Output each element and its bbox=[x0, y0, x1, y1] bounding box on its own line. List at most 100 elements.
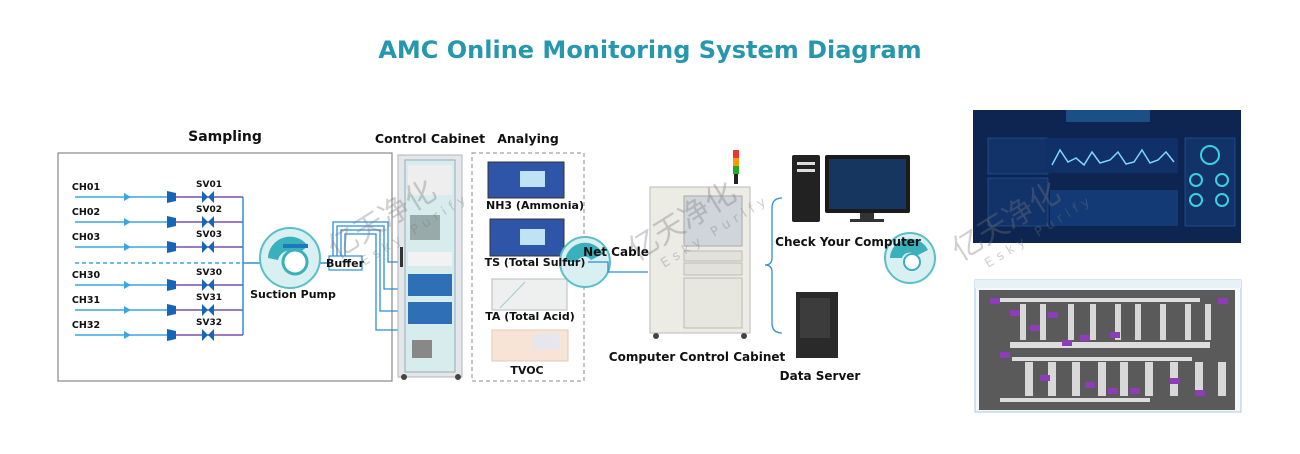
channel-label: CH30 bbox=[71, 270, 101, 281]
solenoid-valve-icon bbox=[202, 304, 214, 316]
flow-arrow-icon bbox=[124, 243, 131, 251]
map-corridor bbox=[1135, 304, 1141, 340]
flow-arrow-icon bbox=[124, 306, 131, 314]
map-sensor-pin bbox=[990, 298, 1000, 304]
channel-row bbox=[75, 304, 243, 316]
facility-map-screenshot bbox=[974, 279, 1242, 413]
map-corridor bbox=[1072, 362, 1080, 396]
map-corridor bbox=[1205, 304, 1211, 340]
section-analyzing-label: Analying bbox=[497, 131, 559, 146]
fitting-icon bbox=[167, 216, 176, 228]
flow-arrow-icon bbox=[124, 193, 131, 201]
ta-analyzer-image bbox=[491, 278, 568, 311]
map-sensor-pin bbox=[1108, 388, 1118, 394]
map-sensor-pin bbox=[1040, 375, 1050, 381]
data-server-label: Data Server bbox=[779, 369, 861, 383]
monitoring-dashboard-screenshot bbox=[973, 110, 1241, 243]
analyzer-label-tvoc: TVOC bbox=[510, 364, 544, 377]
map-corridor bbox=[1098, 362, 1106, 396]
map-sensor-pin bbox=[1030, 325, 1040, 331]
control-cabinet-image bbox=[397, 154, 463, 380]
channel-row bbox=[75, 329, 243, 341]
suction-pump-label: Suction Pump bbox=[250, 288, 336, 301]
map-corridor bbox=[1068, 304, 1074, 340]
valve-label: SV01 bbox=[196, 180, 222, 190]
channel-label: CH32 bbox=[71, 320, 101, 331]
analyzer-label-ta: TA (Total Acid) bbox=[485, 310, 575, 323]
fitting-icon bbox=[167, 191, 176, 203]
valve-label: SV32 bbox=[196, 318, 222, 328]
computer-control-cabinet-image bbox=[649, 150, 751, 339]
solenoid-valve-icon bbox=[202, 216, 214, 228]
suction-pump-icon bbox=[259, 227, 321, 289]
analyzer-label-ts: TS (Total Sulfur) bbox=[484, 256, 586, 269]
channel-rows bbox=[75, 191, 243, 341]
flow-arrow-icon bbox=[124, 218, 131, 226]
map-corridor bbox=[1195, 362, 1203, 396]
map-sensor-pin bbox=[1170, 378, 1180, 384]
fitting-icon bbox=[167, 241, 176, 253]
map-corridor bbox=[1048, 362, 1056, 396]
diagram-title: AMC Online Monitoring System Diagram bbox=[378, 36, 922, 64]
nh3-analyzer-image bbox=[487, 161, 565, 199]
channel-row bbox=[75, 241, 243, 253]
map-corridor bbox=[1115, 304, 1121, 340]
map-sensor-pin bbox=[1110, 332, 1120, 338]
map-corridor bbox=[1020, 304, 1026, 340]
solenoid-valve-icon bbox=[202, 329, 214, 341]
map-corridor bbox=[1025, 362, 1033, 396]
map-sensor-pin bbox=[1130, 388, 1140, 394]
map-corridor bbox=[1218, 362, 1226, 396]
map-sensor-pin bbox=[1048, 312, 1058, 318]
map-corridor bbox=[1185, 304, 1191, 340]
tvoc-analyzer-image bbox=[491, 329, 569, 362]
channel-label: CH03 bbox=[71, 232, 101, 243]
map-sensor-pin bbox=[1062, 340, 1072, 346]
data-server-icon bbox=[796, 292, 838, 358]
computer-icon bbox=[792, 155, 910, 222]
net-cable-connector-icon bbox=[559, 236, 611, 288]
net-cable-line bbox=[588, 261, 648, 273]
channel-label: CH31 bbox=[71, 295, 101, 306]
ts-analyzer-image bbox=[489, 218, 565, 257]
map-sensor-pin bbox=[1000, 352, 1010, 358]
valve-label: SV30 bbox=[196, 268, 222, 278]
sampling-box bbox=[57, 152, 393, 382]
channel-row bbox=[75, 191, 243, 203]
channel-row bbox=[75, 279, 243, 291]
display-connector-icon bbox=[884, 232, 936, 284]
map-sensor-pin bbox=[1080, 335, 1090, 341]
fitting-icon bbox=[167, 329, 176, 341]
valve-label: SV03 bbox=[196, 230, 222, 240]
solenoid-valve-icon bbox=[202, 279, 214, 291]
buffer-label: Buffer bbox=[325, 257, 365, 270]
map-sensor-pin bbox=[1010, 310, 1020, 316]
analyzer-label-nh3: NH3 (Ammonia) bbox=[486, 199, 584, 212]
brace-connector bbox=[764, 197, 783, 334]
channel-row bbox=[75, 216, 243, 228]
map-corridor bbox=[1160, 304, 1166, 340]
buffer-outlet-pipes bbox=[332, 221, 402, 331]
computer-cabinet-label: Computer Control Cabinet bbox=[608, 350, 786, 364]
map-corridor bbox=[1120, 362, 1128, 396]
map-corridor bbox=[1090, 304, 1096, 340]
channel-label: CH02 bbox=[71, 207, 101, 218]
solenoid-valve-icon bbox=[202, 191, 214, 203]
channel-label: CH01 bbox=[71, 182, 101, 193]
map-sensor-pin bbox=[1195, 390, 1205, 396]
flow-arrow-icon bbox=[124, 331, 131, 339]
fitting-icon bbox=[167, 304, 176, 316]
map-corridor bbox=[1040, 304, 1046, 340]
fitting-icon bbox=[167, 279, 176, 291]
section-sampling-label: Sampling bbox=[188, 129, 262, 145]
flow-arrow-icon bbox=[124, 281, 131, 289]
valve-label: SV31 bbox=[196, 293, 222, 303]
valve-label: SV02 bbox=[196, 205, 222, 215]
solenoid-valve-icon bbox=[202, 241, 214, 253]
section-control-cabinet-label: Control Cabinet bbox=[374, 131, 486, 146]
check-computer-label: Check Your Computer bbox=[775, 235, 921, 249]
map-corridor bbox=[1145, 362, 1153, 396]
map-sensor-pin bbox=[1218, 298, 1228, 304]
map-sensor-pin bbox=[1085, 382, 1095, 388]
